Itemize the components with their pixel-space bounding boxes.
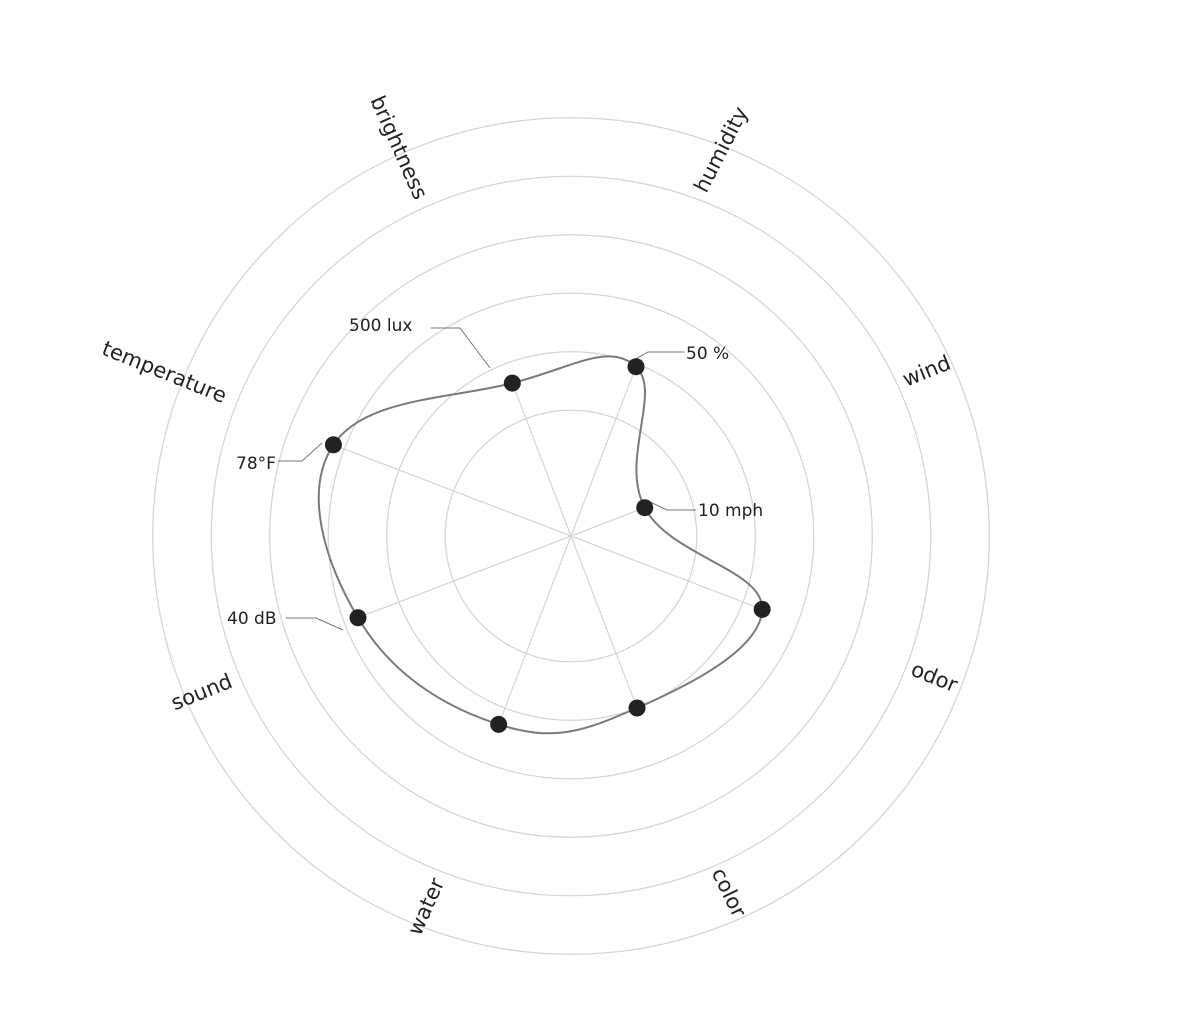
grid-ring-1	[444, 409, 698, 663]
grid-ring-3	[327, 292, 815, 780]
data-point-water	[490, 715, 508, 733]
data-point-humidity	[627, 358, 645, 376]
axis-label-humidity: humidity	[689, 103, 752, 197]
data-point-odor	[753, 600, 771, 618]
spoke-odor-temperature	[333, 444, 763, 610]
series-line	[317, 355, 764, 735]
grid-ring-2	[386, 351, 756, 721]
axis-label-odor: odor	[908, 657, 962, 697]
leader-brightness	[431, 327, 491, 369]
leader-sound	[286, 617, 344, 631]
grid-ring-6	[152, 117, 990, 955]
spoke-brightness-color	[511, 382, 638, 709]
value-label-wind: 10 mph	[698, 501, 763, 521]
data-points	[324, 358, 771, 733]
value-label-temperature: 78°F	[236, 454, 276, 474]
radar-shape	[317, 355, 764, 735]
axis-label-color: color	[707, 864, 751, 921]
data-point-brightness	[503, 374, 521, 392]
data-point-color	[628, 699, 646, 717]
data-point-sound	[349, 609, 367, 627]
spoke-humidity-water	[498, 366, 637, 725]
leader-temperature	[278, 442, 323, 462]
spoke-wind-sound	[357, 507, 645, 619]
value-label-humidity: 50 %	[686, 344, 729, 364]
axis-label-brightness: brightness	[365, 92, 432, 203]
value-label-brightness: 500 lux	[349, 316, 412, 336]
data-point-wind	[636, 499, 654, 517]
axis-label-sound: sound	[168, 669, 236, 715]
axis-labels: brightness humidity wind odor color water soun…	[99, 92, 962, 939]
data-point-temperature	[324, 436, 342, 454]
leader-wind	[647, 500, 696, 511]
value-labels: 500 lux 50 % 10 mph 78°F 40 dB	[227, 316, 763, 629]
grid-ring-4	[269, 234, 873, 838]
axis-label-temperature: temperature	[99, 336, 230, 408]
leader-humidity	[631, 351, 684, 362]
annotation-leaders	[278, 327, 696, 631]
radar-spokes	[333, 366, 763, 725]
axis-label-water: water	[403, 874, 449, 939]
radar-grid	[152, 117, 990, 955]
axis-label-wind: wind	[899, 351, 954, 392]
value-label-sound: 40 dB	[227, 609, 277, 629]
grid-ring-5	[210, 175, 932, 897]
